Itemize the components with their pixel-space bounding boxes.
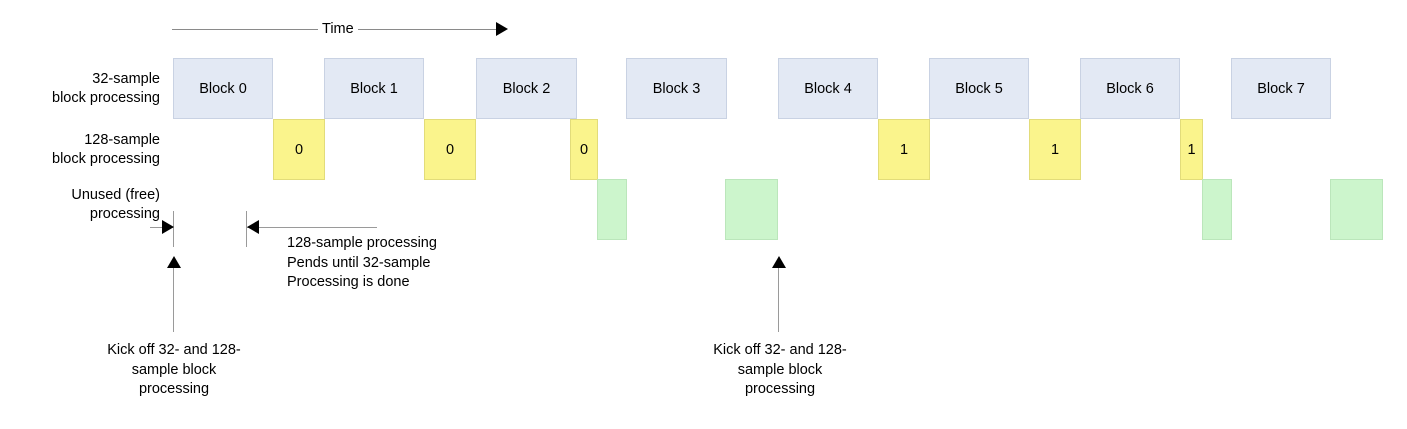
block-label: Block 7 <box>1257 80 1305 97</box>
block-label: 0 <box>579 141 589 158</box>
block-label: 0 <box>445 141 455 158</box>
block-32-5[interactable]: Block 5 <box>929 58 1029 119</box>
row-label-32-sample: 32-sample block processing <box>52 71 160 106</box>
block-free-1[interactable] <box>725 179 778 240</box>
arrow-right-icon <box>162 220 174 234</box>
block-label: 1 <box>1050 141 1060 158</box>
block-label: Block 5 <box>955 80 1003 97</box>
arrow-up-icon <box>772 256 786 268</box>
block-free-0[interactable] <box>597 179 627 240</box>
block-label: 0 <box>294 141 304 158</box>
block-label: Block 1 <box>350 80 398 97</box>
block-32-0[interactable]: Block 0 <box>173 58 273 119</box>
arrow-right-icon <box>496 22 508 36</box>
block-128-4[interactable]: 1 <box>1029 119 1081 180</box>
block-128-3[interactable]: 1 <box>878 119 930 180</box>
block-label: Block 2 <box>502 80 551 97</box>
block-label: Block 6 <box>1106 80 1154 97</box>
block-label: Block 3 <box>652 80 701 97</box>
row-label-unused: Unused (free) processing <box>71 187 160 222</box>
dimension-line-right <box>247 227 377 228</box>
block-32-7[interactable]: Block 7 <box>1231 58 1331 119</box>
block-32-2[interactable]: Block 2 <box>476 58 577 119</box>
block-label: 1 <box>1187 141 1196 158</box>
block-label: Block 0 <box>199 80 247 97</box>
block-32-1[interactable]: Block 1 <box>324 58 424 119</box>
block-128-5[interactable]: 1 <box>1180 119 1203 180</box>
pend-annotation: 128-sample processing Pends until 32-sam… <box>287 235 437 290</box>
block-label: Block 4 <box>804 80 852 97</box>
arrow-up-icon <box>167 256 181 268</box>
kickoff-callout-line-1 <box>173 262 174 332</box>
row-label-128-sample: 128-sample block processing <box>52 132 160 167</box>
block-label: 1 <box>899 141 909 158</box>
block-free-3[interactable] <box>1330 179 1383 240</box>
block-128-1[interactable]: 0 <box>424 119 476 180</box>
time-axis-label: Time <box>318 21 358 37</box>
block-32-4[interactable]: Block 4 <box>778 58 878 119</box>
block-free-2[interactable] <box>1202 179 1232 240</box>
kickoff-callout-line-2 <box>778 262 779 332</box>
dimension-tick-right <box>246 211 247 247</box>
arrow-left-icon <box>247 220 259 234</box>
kickoff-annotation-1: Kick off 32- and 128- sample block proce… <box>107 342 241 397</box>
block-128-0[interactable]: 0 <box>273 119 325 180</box>
block-32-6[interactable]: Block 6 <box>1080 58 1180 119</box>
block-32-3[interactable]: Block 3 <box>626 58 727 119</box>
block-128-2[interactable]: 0 <box>570 119 598 180</box>
kickoff-annotation-2: Kick off 32- and 128- sample block proce… <box>713 342 847 397</box>
